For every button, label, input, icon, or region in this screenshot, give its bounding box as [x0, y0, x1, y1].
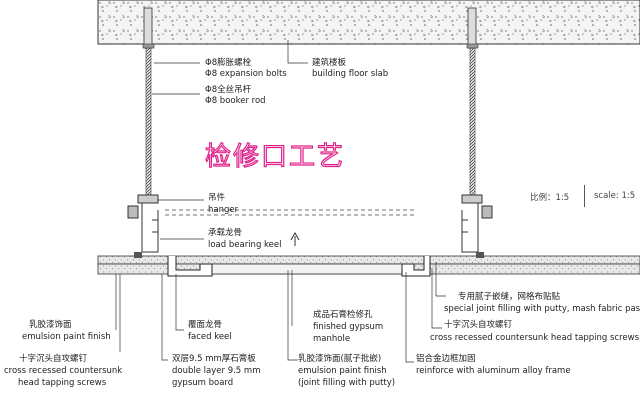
booker-rod-label-en: Φ8 booker rod — [205, 96, 266, 106]
putty-label-en1: emulsion paint finish — [298, 366, 387, 376]
load-keel-label-cn: 承载龙骨 — [208, 228, 243, 238]
manhole-label-en1: finished gypsum — [313, 322, 384, 332]
hanger-label-cn: 吊件 — [208, 193, 226, 203]
screws-left-label-en2: head tapping screws — [18, 378, 107, 388]
faced-keel-label-cn: 覆面龙骨 — [188, 320, 223, 330]
floor-slab — [97, 0, 640, 45]
gypsum-board — [97, 252, 640, 277]
faced-keel-label-en: faced keel — [188, 332, 232, 342]
emulsion-label-en: emulsion paint finish — [22, 332, 111, 342]
double-layer-label-en2: gypsum board — [172, 378, 234, 388]
right-rod — [466, 7, 479, 197]
page-title: 检修口工艺 — [204, 141, 346, 172]
screws-right-label-cn: 十字沉头自攻螺钉 — [444, 320, 513, 330]
special-label-cn: 专用腻子嵌缝，网格布贴贴 — [458, 292, 561, 302]
aluminum-label-cn: 铝合金边框加固 — [416, 354, 476, 364]
leader-lines — [115, 40, 446, 363]
screws-right-label-en: cross recessed countersunk head tapping … — [430, 333, 640, 343]
putty-label-cn: 乳胶漆饰面(腻子批嵌) — [298, 354, 382, 364]
emulsion-label-cn: 乳胶漆饰面 — [29, 320, 72, 330]
booker-rod-label-cn: Φ8全丝吊杆 — [205, 85, 252, 95]
floor-slab-label-en: building floor slab — [312, 69, 389, 79]
left-rod — [142, 7, 155, 197]
expansion-bolt-label-cn: Φ8膨胀螺栓 — [205, 58, 252, 68]
access-arrow — [290, 231, 300, 246]
scale-label-en: scale: 1:5 — [594, 191, 636, 201]
hanger-label-en: hanger — [208, 205, 239, 215]
manhole-label-en2: manhole — [313, 334, 351, 344]
double-layer-label-cn: 双层9.5 mm厚石膏板 — [172, 354, 256, 364]
special-label-en: special joint filling with putty, mash f… — [444, 304, 640, 314]
aluminum-label-en: reinforce with aluminum alloy frame — [416, 366, 571, 376]
load-keel-label-en: load bearing keel — [208, 240, 282, 250]
hidden-keel-line — [165, 209, 415, 216]
scale-divider — [584, 185, 585, 207]
putty-label-en2: (joint filling with putty) — [298, 378, 396, 388]
scale-label-cn: 比例：1:5 — [530, 193, 570, 203]
right-hanger — [461, 194, 493, 253]
double-layer-label-en1: double layer 9.5 mm — [172, 366, 261, 376]
screws-left-label-cn: 十字沉头自攻螺钉 — [19, 354, 88, 364]
floor-slab-label-cn: 建筑楼板 — [312, 58, 347, 68]
left-hanger — [127, 194, 159, 253]
expansion-bolt-label-en: Φ8 expansion bolts — [205, 69, 287, 79]
manhole-label-cn: 成品石膏检修孔 — [313, 310, 373, 320]
screws-left-label-en1: cross recessed countersunk — [4, 366, 123, 376]
